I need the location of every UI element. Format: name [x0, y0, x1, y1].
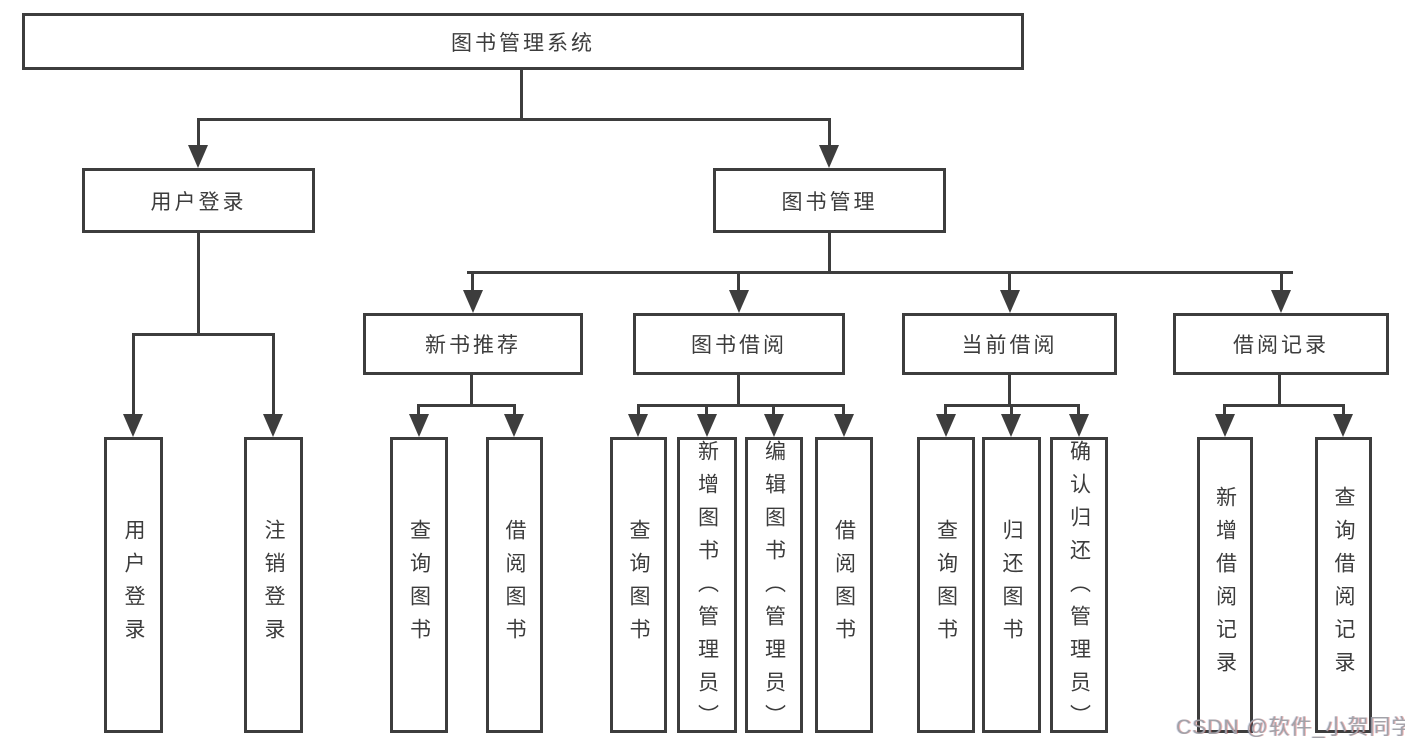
connector-stub-cb-confirm — [1077, 404, 1080, 416]
connector-root-rail — [197, 118, 831, 121]
leaf-bb-edit-books-admin-label: 编辑图书（管理员） — [762, 440, 786, 737]
connector-bookmgmt-stem — [828, 233, 831, 273]
arrow-to-borrow-records — [1271, 290, 1291, 313]
leaf-user-login: 用户登录 — [104, 437, 163, 733]
connector-stub-book-mgmt — [828, 118, 831, 148]
node-new-book-rec-label: 新书推荐 — [425, 334, 521, 357]
connector-stub-bb-edit — [772, 404, 775, 416]
node-root-label: 图书管理系统 — [451, 31, 595, 55]
leaf-rec-add-record: 新增借阅记录 — [1197, 437, 1253, 733]
connector-stub-leaf-logout — [272, 333, 275, 415]
node-book-mgmt-label: 图书管理 — [781, 190, 878, 214]
arrow-to-rec-add — [1215, 414, 1235, 437]
connector-newbook-rail — [417, 404, 515, 407]
connector-stub-bb-borrow — [842, 404, 845, 416]
csdn-watermark: CSDN @软件_小贺同学 — [1176, 716, 1405, 739]
leaf-bb-borrow-books-label: 借阅图书 — [832, 519, 856, 651]
node-book-mgmt-branch: 图书管理 — [713, 168, 946, 233]
arrow-to-user-login — [188, 145, 208, 168]
leaf-nb-query-books-label: 查询图书 — [407, 519, 431, 651]
connector-borrow-rail — [637, 404, 845, 407]
leaf-bb-add-books-admin: 新增图书（管理员） — [677, 437, 737, 737]
leaf-nb-borrow-books-label: 借阅图书 — [503, 519, 526, 651]
arrow-to-book-mgmt — [819, 145, 839, 168]
leaf-user-login-label: 用户登录 — [122, 519, 145, 651]
connector-stub-rec-query — [1342, 404, 1345, 416]
leaf-rec-query-record: 查询借阅记录 — [1315, 437, 1372, 733]
leaf-logout-label: 注销登录 — [262, 519, 285, 651]
arrow-to-book-borrow — [729, 290, 749, 313]
arrow-to-bb-add — [697, 414, 717, 437]
arrow-to-cb-return — [1001, 414, 1021, 437]
connector-current-stem — [1008, 375, 1011, 406]
leaf-rec-query-record-label: 查询借阅记录 — [1332, 486, 1355, 684]
connector-login-rail — [132, 333, 275, 336]
node-book-borrow-label: 图书借阅 — [691, 334, 787, 357]
leaf-nb-borrow-books: 借阅图书 — [486, 437, 543, 733]
connector-stub-nb-query — [417, 404, 420, 416]
leaf-nb-query-books: 查询图书 — [390, 437, 448, 733]
node-user-login-label: 用户登录 — [150, 190, 247, 214]
connector-stub-new-book — [471, 271, 474, 292]
leaf-bb-edit-books-admin: 编辑图书（管理员） — [745, 437, 803, 737]
leaf-bb-query-books: 查询图书 — [610, 437, 667, 733]
arrow-to-nb-query — [409, 414, 429, 437]
node-user-login-branch: 用户登录 — [82, 168, 315, 233]
leaf-rec-add-record-label: 新增借阅记录 — [1213, 486, 1237, 684]
arrow-to-bb-edit — [764, 414, 784, 437]
arrow-to-cb-confirm — [1069, 414, 1089, 437]
connector-stub-user-login — [197, 118, 200, 148]
connector-root-stem — [520, 69, 523, 121]
arrow-to-bb-query — [628, 414, 648, 437]
connector-stub-book-borrow — [737, 271, 740, 292]
leaf-cb-confirm-return-admin: 确认归还（管理员） — [1050, 437, 1108, 737]
arrow-to-new-book — [463, 290, 483, 313]
arrow-to-current-borrow — [1000, 290, 1020, 313]
connector-records-stem — [1278, 375, 1281, 406]
leaf-cb-confirm-return-admin-label: 确认归还（管理员） — [1067, 440, 1091, 737]
node-current-borrow-label: 当前借阅 — [961, 334, 1058, 357]
connector-stub-borrow-records — [1280, 271, 1283, 292]
leaf-cb-return-books-label: 归还图书 — [1000, 519, 1023, 651]
leaf-cb-return-books: 归还图书 — [982, 437, 1041, 733]
leaf-cb-query-books-label: 查询图书 — [934, 519, 958, 651]
connector-newbook-stem — [470, 375, 473, 406]
arrow-to-leaf-user-login — [123, 414, 143, 437]
connector-stub-bb-query — [637, 404, 640, 416]
connector-stub-current-borrow — [1008, 271, 1011, 292]
connector-borrow-stem — [737, 375, 740, 406]
connector-bookmgmt-rail — [467, 271, 1293, 274]
node-borrow-records: 借阅记录 — [1173, 313, 1389, 375]
connector-stub-cb-return — [1010, 404, 1013, 416]
node-root-library-system: 图书管理系统 — [22, 13, 1024, 70]
node-current-borrow: 当前借阅 — [902, 313, 1117, 375]
connector-stub-nb-borrow — [513, 404, 516, 416]
connector-login-stem — [197, 233, 200, 336]
connector-stub-rec-add — [1223, 404, 1226, 416]
leaf-bb-query-books-label: 查询图书 — [627, 519, 650, 651]
arrow-to-cb-query — [936, 414, 956, 437]
node-borrow-records-label: 借阅记录 — [1233, 334, 1329, 357]
arrow-to-bb-borrow — [834, 414, 854, 437]
node-new-book-rec: 新书推荐 — [363, 313, 583, 375]
arrow-to-rec-query — [1333, 414, 1353, 437]
connector-stub-cb-query — [944, 404, 947, 416]
connector-stub-bb-add — [705, 404, 708, 416]
leaf-bb-add-books-admin-label: 新增图书（管理员） — [695, 440, 719, 737]
node-book-borrow: 图书借阅 — [633, 313, 845, 375]
leaf-cb-query-books: 查询图书 — [917, 437, 975, 733]
leaf-logout: 注销登录 — [244, 437, 303, 733]
connector-records-rail — [1224, 404, 1344, 407]
leaf-bb-borrow-books: 借阅图书 — [815, 437, 873, 733]
connector-stub-leaf-user-login — [132, 333, 135, 415]
arrow-to-leaf-logout — [263, 414, 283, 437]
arrow-to-nb-borrow — [504, 414, 524, 437]
